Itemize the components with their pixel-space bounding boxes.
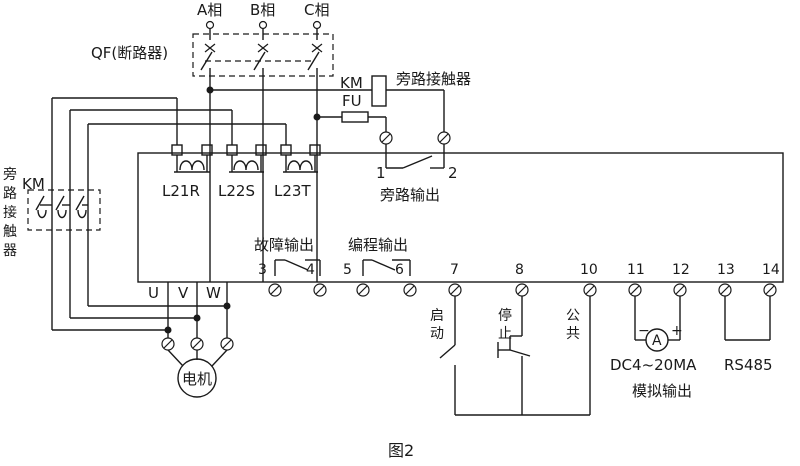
- terminal-13-label: 13: [717, 262, 735, 278]
- figure-caption: 图2: [388, 441, 414, 460]
- terminal-10-label: 10: [580, 262, 598, 278]
- fault-output-label: 故障输出: [254, 236, 314, 254]
- bypass-output-contact: [385, 144, 445, 169]
- terminal-14-label: 14: [762, 262, 780, 278]
- svg-text:器: 器: [3, 243, 17, 259]
- bypass-contactor-label: 旁路接触器: [396, 70, 471, 88]
- km-left-box: [27, 189, 101, 231]
- rs485-label: RS485: [724, 356, 773, 374]
- stop-label: 停 止: [498, 307, 512, 342]
- km-left-contacts: [35, 195, 87, 219]
- phase-b-label: B相: [250, 1, 275, 19]
- terminal-1-label: 1: [376, 164, 386, 182]
- svg-text:公: 公: [566, 308, 580, 324]
- svg-text:路: 路: [3, 186, 17, 202]
- program-output-label: 编程输出: [348, 236, 408, 254]
- svg-text:接: 接: [3, 204, 17, 221]
- terminal-8-label: 8: [515, 262, 524, 278]
- svg-text:旁: 旁: [3, 166, 17, 183]
- current-transformers: [171, 144, 321, 173]
- svg-text:动: 动: [430, 326, 444, 342]
- motor-symbol: [177, 358, 217, 398]
- terminal-4-label: 4: [306, 262, 315, 278]
- km-left-label: KM: [22, 175, 45, 193]
- start-stop-wiring: [439, 296, 591, 416]
- breaker-label: QF(断路器): [91, 44, 168, 62]
- svg-text:共: 共: [566, 326, 580, 342]
- terminal-12-label: 12: [672, 262, 690, 278]
- supply-terminals: [205, 20, 322, 30]
- terminal-7-label: 7: [450, 262, 459, 278]
- phase-a-label: A相: [197, 1, 222, 19]
- bypass-output-terminals: [379, 131, 451, 145]
- start-label: 启 动: [430, 308, 444, 342]
- terminal-w-label: W: [206, 284, 221, 302]
- soft-starter-box: [137, 152, 784, 283]
- breaker-contacts: [200, 29, 323, 90]
- terminal-u-label: U: [148, 284, 159, 302]
- km-top-label: KM: [340, 74, 363, 92]
- analog-output-wiring: [634, 296, 681, 341]
- terminal-6-label: 6: [395, 262, 404, 278]
- left-contactor-label: 旁 路 接 触 器: [3, 166, 17, 259]
- svg-text:止: 止: [498, 326, 512, 342]
- svg-text:启: 启: [430, 308, 444, 324]
- analog-range-label: DC4~20MA: [610, 356, 697, 374]
- km-coil: [371, 75, 387, 107]
- ammeter-label: A: [652, 333, 662, 349]
- terminal-11-label: 11: [627, 262, 645, 278]
- svg-text:停: 停: [498, 307, 512, 324]
- ammeter-icon: [645, 328, 669, 352]
- control-terminals: [268, 283, 777, 297]
- common-label: 公 共: [566, 308, 580, 342]
- plus-sign: +: [671, 323, 683, 339]
- bypass-wiring: [40, 97, 287, 331]
- analog-output-label: 模拟输出: [632, 382, 692, 400]
- phase-c-label: C相: [304, 1, 329, 19]
- fault-output-contact: [274, 259, 321, 276]
- motor-label: 电机: [182, 370, 212, 388]
- program-output-contact: [362, 259, 411, 276]
- bypass-output-label: 旁路输出: [380, 186, 440, 204]
- rs485-wiring: [724, 296, 771, 341]
- ct-label-l23t: L23T: [274, 182, 311, 200]
- main-phase-wiring: [209, 90, 318, 282]
- terminal-2-label: 2: [448, 164, 458, 182]
- terminal-5-label: 5: [343, 262, 352, 278]
- fu-label: FU: [342, 92, 362, 110]
- motor-wiring: [161, 282, 234, 367]
- ct-label-l22s: L22S: [218, 182, 255, 200]
- minus-sign: −: [638, 323, 650, 339]
- terminal-v-label: V: [178, 284, 189, 302]
- ct-label-l21r: L21R: [162, 182, 200, 200]
- svg-text:触: 触: [3, 224, 17, 240]
- control-power-wiring: [206, 86, 445, 132]
- fuse: [341, 111, 369, 123]
- terminal-3-label: 3: [258, 262, 267, 278]
